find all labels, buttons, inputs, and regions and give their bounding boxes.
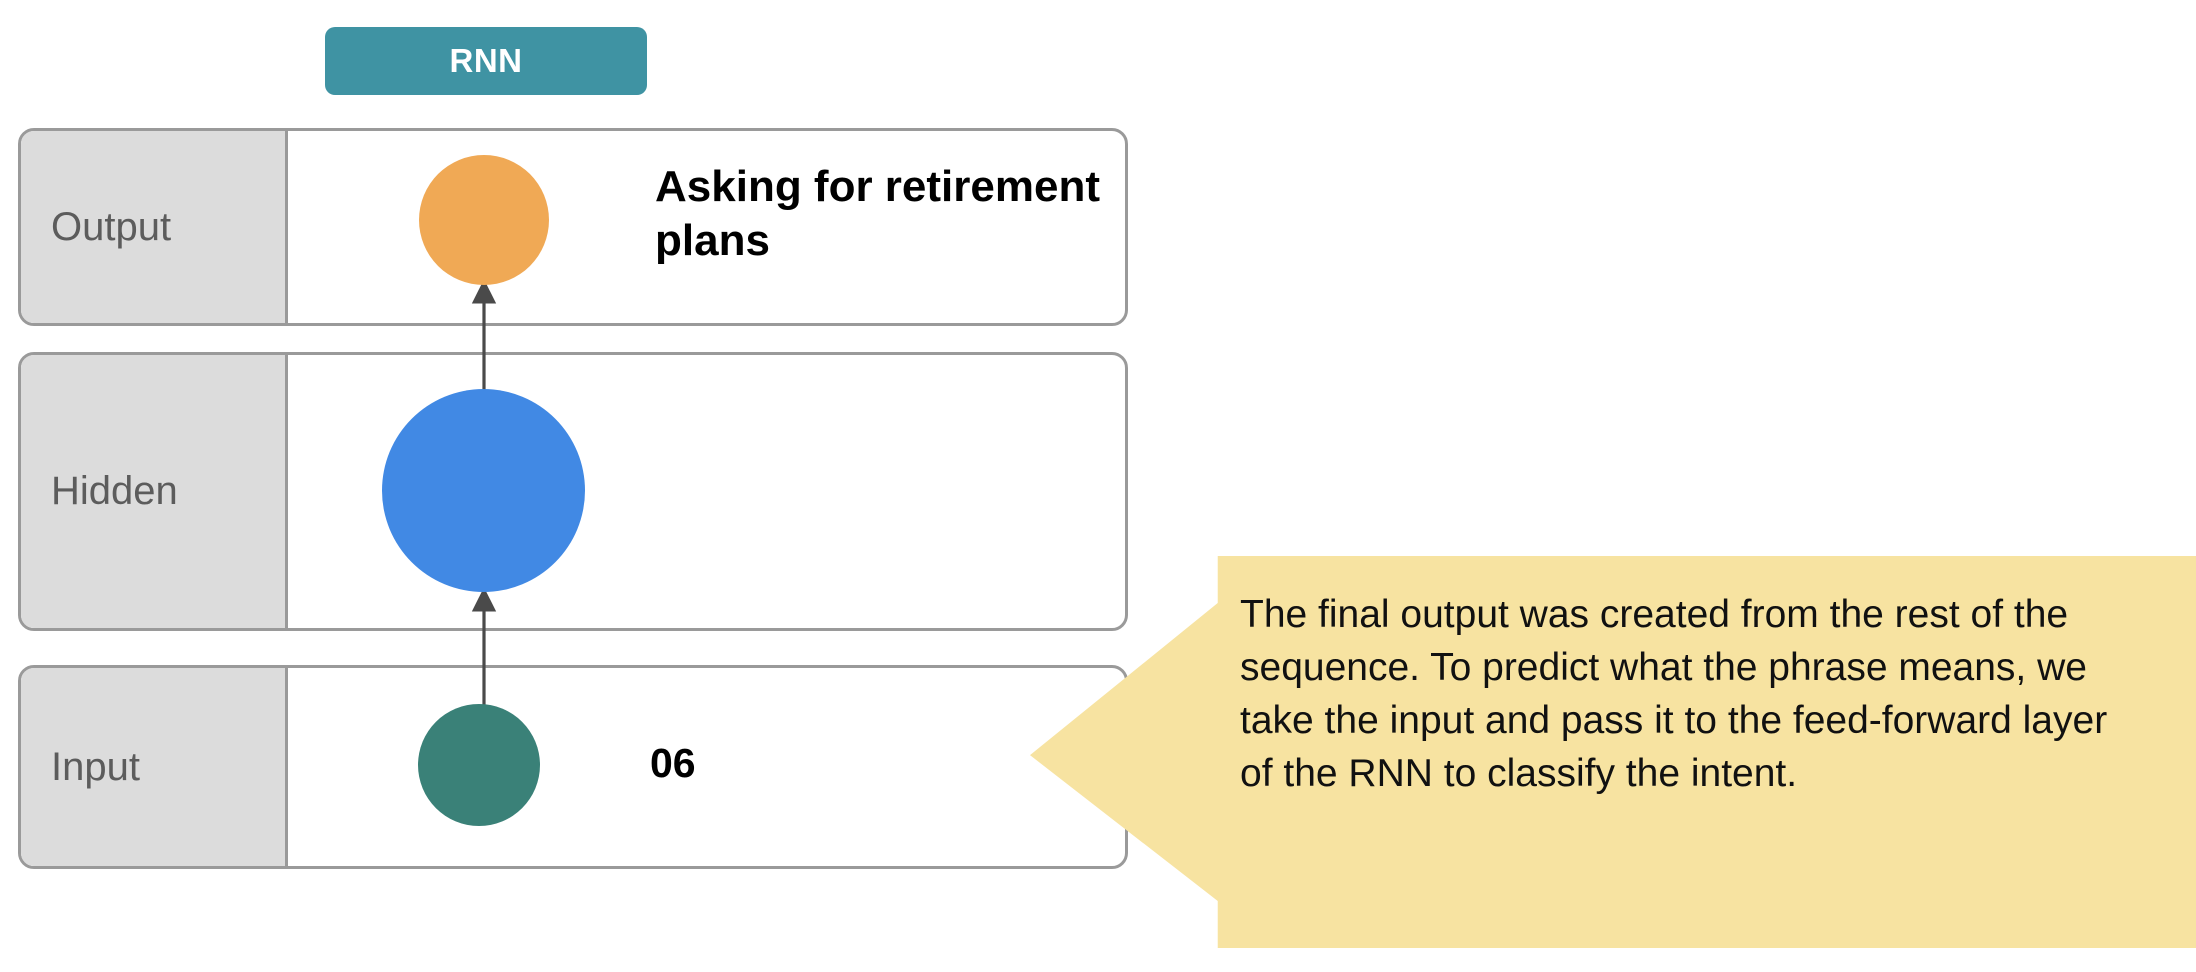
layer-label-output: Output bbox=[51, 204, 172, 249]
layer-row-output: Output bbox=[18, 128, 1128, 326]
rnn-badge-label: RNN bbox=[449, 42, 523, 79]
layer-label-panel-output: Output bbox=[21, 131, 288, 323]
callout-text: The final output was created from the re… bbox=[1240, 593, 2108, 796]
output-value-text: Asking for retirement plans bbox=[655, 162, 1100, 265]
layer-label-input: Input bbox=[51, 744, 140, 789]
layer-row-input: Input bbox=[18, 665, 1128, 869]
layer-label-panel-input: Input bbox=[21, 668, 288, 866]
rnn-badge: RNN bbox=[325, 27, 647, 95]
hidden-node bbox=[382, 389, 585, 592]
layer-label-panel-hidden: Hidden bbox=[21, 355, 288, 628]
layer-label-hidden: Hidden bbox=[51, 469, 178, 513]
input-node bbox=[418, 704, 540, 826]
output-node bbox=[419, 155, 549, 285]
callout-bubble bbox=[1030, 556, 2196, 948]
layer-row-hidden: Hidden bbox=[18, 352, 1128, 631]
input-value-text: 06 bbox=[650, 740, 696, 786]
